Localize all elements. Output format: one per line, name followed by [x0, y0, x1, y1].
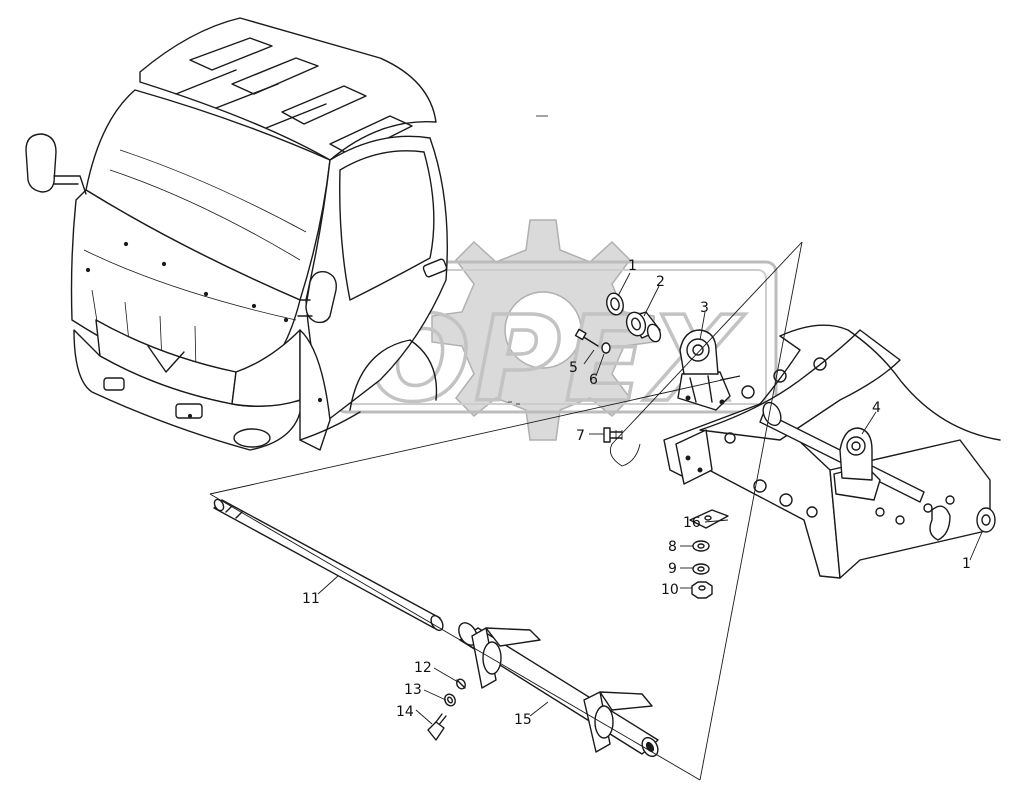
watermark-gear	[431, 219, 655, 441]
cab-bumper	[73, 329, 303, 451]
part-bolt-5	[574, 328, 599, 347]
frame-holes	[694, 357, 955, 525]
fascia-details	[83, 249, 297, 373]
callout-1-frame-washer: 1	[962, 556, 971, 572]
frame-front-plate	[675, 429, 713, 485]
bumper-details	[103, 377, 271, 448]
cab-rivets	[85, 241, 323, 419]
frame-far-edge	[759, 335, 801, 405]
callout-4-bracket: 4	[872, 400, 881, 416]
part-bracket-4	[833, 427, 881, 501]
callout-8-washer: 8	[668, 539, 677, 555]
frame-rear-outline	[779, 324, 1001, 441]
callout-7-bolt: 7	[576, 428, 585, 444]
callout-10-nut: 10	[661, 582, 679, 598]
callout-14-bolt: 14	[396, 704, 414, 720]
leader-lines	[209, 241, 983, 781]
part-bolt-7	[603, 427, 623, 443]
part-washer-1	[606, 292, 624, 316]
cab-roof	[139, 17, 437, 161]
chassis-frame	[663, 324, 1001, 579]
callout-6-washer: 6	[589, 372, 598, 388]
callout-15-tube: 15	[514, 712, 532, 728]
tube-bracket-rear	[583, 691, 653, 753]
cab-fender	[299, 329, 331, 451]
truck-cab	[25, 17, 448, 451]
callout-1-washer: 1	[628, 258, 637, 274]
callout-11-rod: 11	[302, 591, 320, 607]
callout-16-plate: 16	[683, 515, 701, 531]
stray-marks	[508, 115, 548, 405]
part-washer-1-frame	[976, 507, 996, 533]
part-bolt-14	[427, 713, 447, 741]
wheel-arch	[349, 339, 438, 411]
callout-13-washer: 13	[404, 682, 422, 698]
part-washer-8	[692, 540, 710, 552]
part-washer-6	[601, 342, 611, 354]
part-tube-15	[458, 622, 659, 758]
part-washer-13	[444, 693, 456, 707]
door-window	[339, 150, 435, 301]
roof-ribs	[175, 37, 413, 157]
part-nut-10	[691, 581, 713, 599]
callout-12-washer: 12	[414, 660, 432, 676]
right-side-mirror	[297, 271, 337, 324]
part-rod-11	[213, 498, 444, 632]
callout-2-bushing: 2	[656, 274, 665, 290]
tube-bracket-front	[471, 627, 541, 689]
callout-3-bracket: 3	[700, 300, 709, 316]
cab-lower-edge	[299, 411, 361, 441]
door-handle	[422, 258, 448, 278]
left-side-mirror	[25, 133, 87, 195]
part-plate-16	[689, 509, 729, 529]
grille-emblem	[147, 345, 185, 373]
frame-tow-hook	[929, 505, 951, 541]
part-washer-9	[692, 563, 710, 575]
part-washer-12	[456, 678, 466, 690]
callout-5-bolt: 5	[569, 360, 578, 376]
frame-crossmember	[699, 329, 901, 441]
callout-9-washer: 9	[668, 561, 677, 577]
callout-labels: 1 2 3 4 5 6 7 16 8 9 10 1 11 12 13 14 15	[302, 258, 971, 728]
windshield-reflection	[109, 149, 307, 261]
part-bushing-2	[625, 311, 662, 343]
